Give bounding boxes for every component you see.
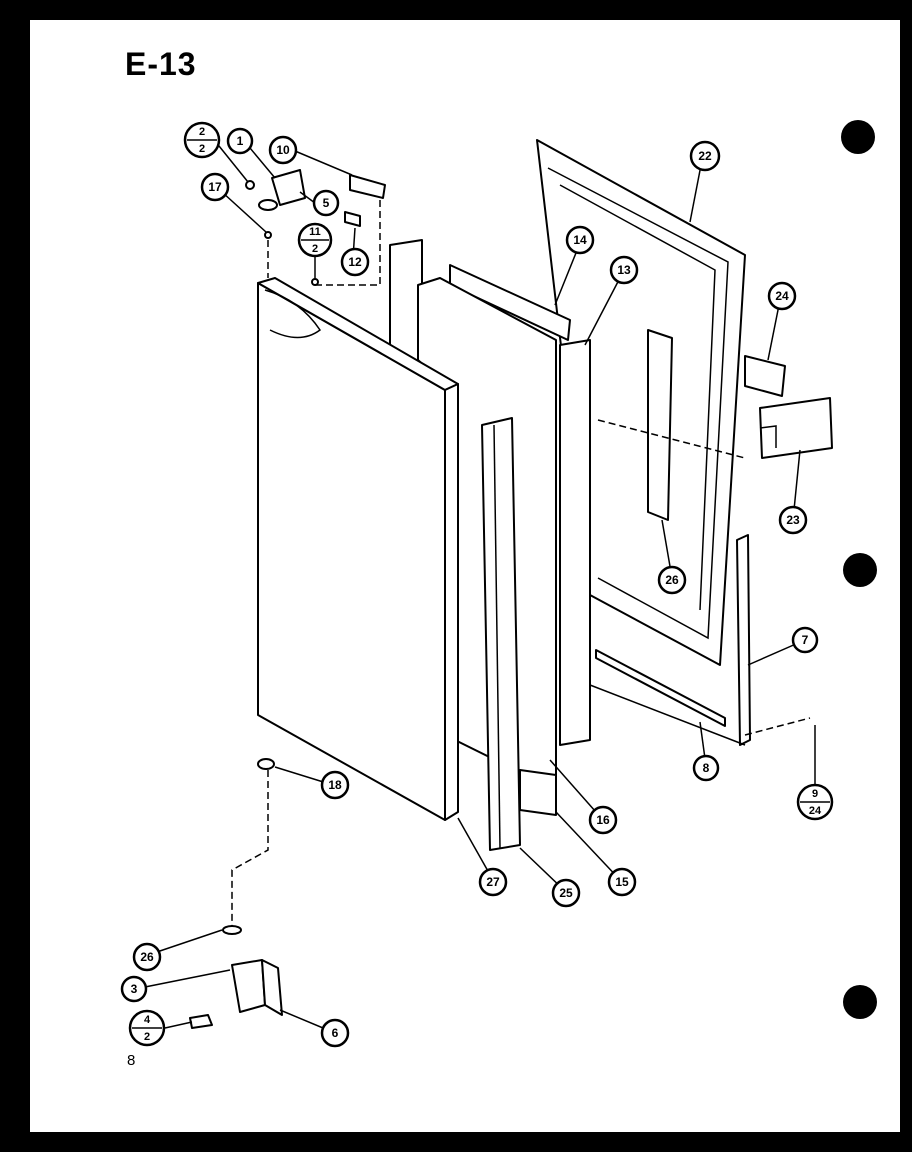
callout-12: 12 (340, 247, 370, 277)
callout-24: 24 (767, 281, 797, 311)
binder-hole-middle (843, 553, 877, 587)
callout-9-over-24: 9 24 (796, 783, 834, 821)
callout-13: 13 (609, 255, 639, 285)
callout-8: 8 (692, 754, 720, 782)
callout-6: 6 (320, 1018, 350, 1048)
binder-hole-bottom (843, 985, 877, 1019)
diagram-title: E-13 (125, 46, 197, 82)
callout-15: 15 (607, 867, 637, 897)
outer-door-panel (257, 277, 459, 821)
callout-22: 22 (689, 140, 721, 172)
svg-text:15: 15 (615, 875, 629, 889)
assembly-dash-1 (597, 419, 746, 459)
callout-11-over-2: 11 2 (297, 222, 333, 258)
svg-text:23: 23 (786, 513, 800, 527)
svg-text:17: 17 (208, 180, 222, 194)
callout-10: 10 (268, 135, 298, 165)
callout-7: 7 (791, 626, 819, 654)
callout-1: 1 (226, 127, 254, 155)
door-rack-bracket (744, 355, 786, 397)
svg-text:25: 25 (559, 886, 573, 900)
svg-text:2: 2 (199, 126, 205, 138)
bottom-breaker-block (519, 769, 557, 816)
callout-26-liner: 26 (657, 565, 687, 595)
callout-26-hinge: 26 (132, 942, 162, 972)
svg-text:14: 14 (573, 233, 587, 247)
svg-text:13: 13 (617, 263, 631, 277)
svg-text:16: 16 (596, 813, 610, 827)
door-gasket (589, 534, 751, 746)
svg-text:8: 8 (703, 761, 710, 775)
rack-clip (759, 397, 833, 459)
shelf-cap-strip (595, 649, 726, 727)
callout-17: 17 (200, 172, 230, 202)
callout-5: 5 (312, 189, 340, 217)
svg-text:4: 4 (144, 1014, 151, 1026)
callout-27: 27 (478, 867, 508, 897)
callout-14: 14 (565, 225, 595, 255)
callout-2-over-2: 2 2 (183, 121, 221, 159)
assembly-dash-2 (744, 717, 811, 736)
callout-23: 23 (778, 505, 808, 535)
callout-3: 3 (120, 975, 148, 1003)
svg-text:2: 2 (312, 243, 318, 255)
svg-text:12: 12 (348, 255, 362, 269)
svg-text:24: 24 (809, 805, 822, 817)
svg-text:18: 18 (328, 778, 342, 792)
side-breaker-strip (559, 339, 591, 746)
svg-text:10: 10 (276, 143, 290, 157)
vertical-channel (481, 417, 521, 851)
callout-leaders (134, 140, 816, 1034)
callout-18: 18 (320, 770, 350, 800)
svg-text:26: 26 (140, 950, 154, 964)
page-number: 8 (127, 1052, 136, 1069)
svg-text:7: 7 (802, 633, 809, 647)
svg-text:26: 26 (665, 573, 679, 587)
svg-text:11: 11 (309, 226, 321, 238)
svg-text:24: 24 (775, 289, 789, 303)
callout-16: 16 (588, 805, 618, 835)
callout-25: 25 (551, 878, 581, 908)
svg-text:2: 2 (144, 1031, 150, 1043)
svg-text:1: 1 (237, 134, 244, 148)
svg-text:9: 9 (812, 788, 818, 800)
svg-text:2: 2 (199, 143, 205, 155)
binder-hole-top (841, 120, 875, 154)
top-hinge-hardware (245, 169, 386, 286)
svg-text:5: 5 (323, 196, 330, 210)
callout-4-over-2: 4 2 (128, 1009, 166, 1047)
top-breaker-strip (449, 264, 571, 341)
bottom-hinge-hardware (189, 758, 283, 1029)
svg-text:22: 22 (698, 149, 712, 163)
svg-text:6: 6 (332, 1026, 339, 1040)
svg-text:27: 27 (486, 875, 500, 889)
svg-text:3: 3 (131, 982, 138, 996)
liner-shelf-strip (647, 329, 673, 521)
